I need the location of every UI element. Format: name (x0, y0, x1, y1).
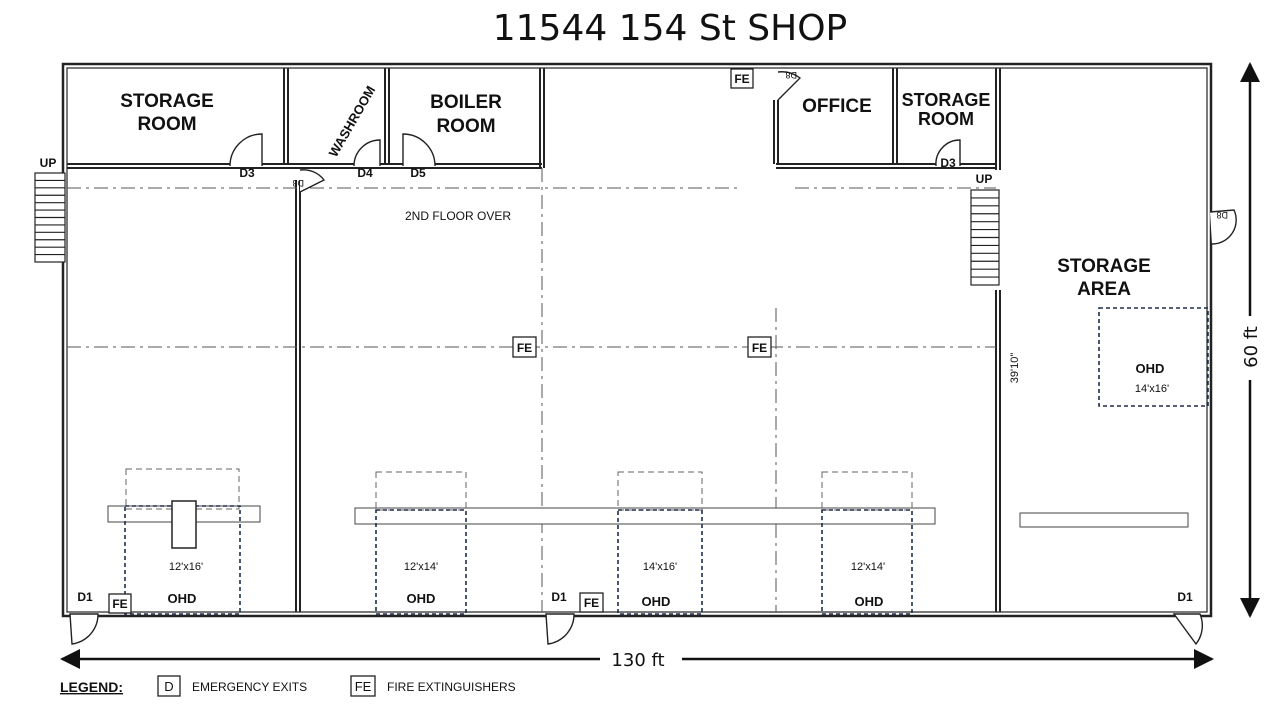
door-swing-d4 (353, 139, 381, 167)
room-office: OFFICE (802, 96, 872, 117)
door-swing-d5 (402, 133, 436, 167)
fe-box-office (730, 68, 754, 89)
room-storage-left-line1: STORAGE (120, 91, 214, 112)
room-storage-area-line2: AREA (1077, 279, 1131, 300)
door-swing-d3-left (229, 133, 263, 167)
door-label-d8-side: D8 (1216, 210, 1228, 220)
stairs-right-label: UP (976, 172, 993, 186)
ohd-size: 14'x16' (643, 561, 677, 573)
ohd-size: 12'x14' (851, 561, 885, 573)
room-boiler-line1: BOILER (430, 92, 502, 113)
legend-heading: LEGEND: (60, 679, 123, 695)
room-storage-right-line1: STORAGE (902, 90, 991, 110)
door-swing-d1-right (1172, 613, 1203, 646)
door-label-d1-right: D1 (1177, 590, 1193, 604)
stairs-left-label: UP (40, 156, 57, 170)
partition-dimension: 39'10" (1009, 353, 1021, 384)
ohd-label: OHD (407, 591, 436, 606)
door-label-d1-left: D1 (77, 590, 93, 604)
room-walls (67, 68, 1001, 612)
grid-lines (67, 168, 996, 612)
door-swing-d8-side (1209, 209, 1237, 245)
ohd-size: 12'x16' (169, 561, 203, 573)
fe-label: FE (517, 341, 532, 355)
stairs-right (970, 189, 1000, 286)
fe-labels: FE FE FE FE FE (112, 72, 767, 611)
door-label-d8: D8 (292, 178, 304, 188)
ohd-boxes (124, 307, 1209, 615)
ohd-label: OHD (168, 591, 197, 606)
fe-label: FE (734, 72, 749, 86)
stairs-left (34, 172, 66, 263)
fe-label: FE (584, 596, 599, 610)
fe-box-mid (579, 592, 604, 613)
door-label-d4: D4 (357, 166, 373, 180)
fe-box-center (512, 336, 537, 358)
door-label-d5: D5 (410, 166, 426, 180)
fe-label: FE (752, 341, 767, 355)
door-swing-d3-right (935, 139, 961, 167)
height-dimension: 60 ft (1241, 326, 1262, 368)
second-floor-note: 2ND FLOOR OVER (405, 209, 511, 223)
legend-symbol-box (350, 675, 376, 697)
doors (69, 71, 1237, 646)
fe-label: FE (112, 597, 127, 611)
door-label-d1-mid: D1 (551, 590, 567, 604)
outer-wall-inner (66, 67, 1208, 613)
legend-item-text: EMERGENCY EXITS (192, 680, 307, 694)
legend-symbol: FE (355, 679, 372, 694)
fe-markers (108, 68, 772, 614)
door-swing-d8 (299, 169, 326, 193)
ohd-label: OHD (1136, 361, 1165, 376)
fe-box-right (747, 336, 772, 358)
legend-item-text: FIRE EXTINGUISHERS (387, 680, 516, 694)
ohd-upper-boxes (125, 468, 913, 511)
column (171, 500, 197, 549)
door-swing-d1-mid (545, 613, 575, 645)
ohd-size: 14'x16' (1135, 383, 1169, 395)
outer-wall (61, 62, 1213, 618)
legend-symbol-box (157, 675, 181, 697)
page-title: 11544 154 St SHOP (492, 8, 848, 49)
ohd-size: 12'x14' (404, 561, 438, 573)
room-boiler-line2: ROOM (436, 116, 495, 137)
beams (107, 505, 1189, 528)
ohd-label: OHD (855, 594, 884, 609)
door-label-d3-right: D3 (940, 156, 956, 170)
door-swing-d1-left (69, 613, 99, 645)
fe-box-left (108, 593, 132, 614)
door-label-d3-left: D3 (239, 166, 255, 180)
legend-symbol: D (164, 679, 173, 694)
door-label-d8-office: D8 (785, 70, 797, 80)
door-swing-d8-office (777, 71, 802, 101)
width-dimension: 130 ft (611, 650, 664, 671)
room-storage-left-line2: ROOM (137, 114, 196, 135)
room-storage-area-line1: STORAGE (1057, 256, 1151, 277)
room-storage-right-line2: ROOM (918, 109, 974, 129)
ohd-label: OHD (642, 594, 671, 609)
